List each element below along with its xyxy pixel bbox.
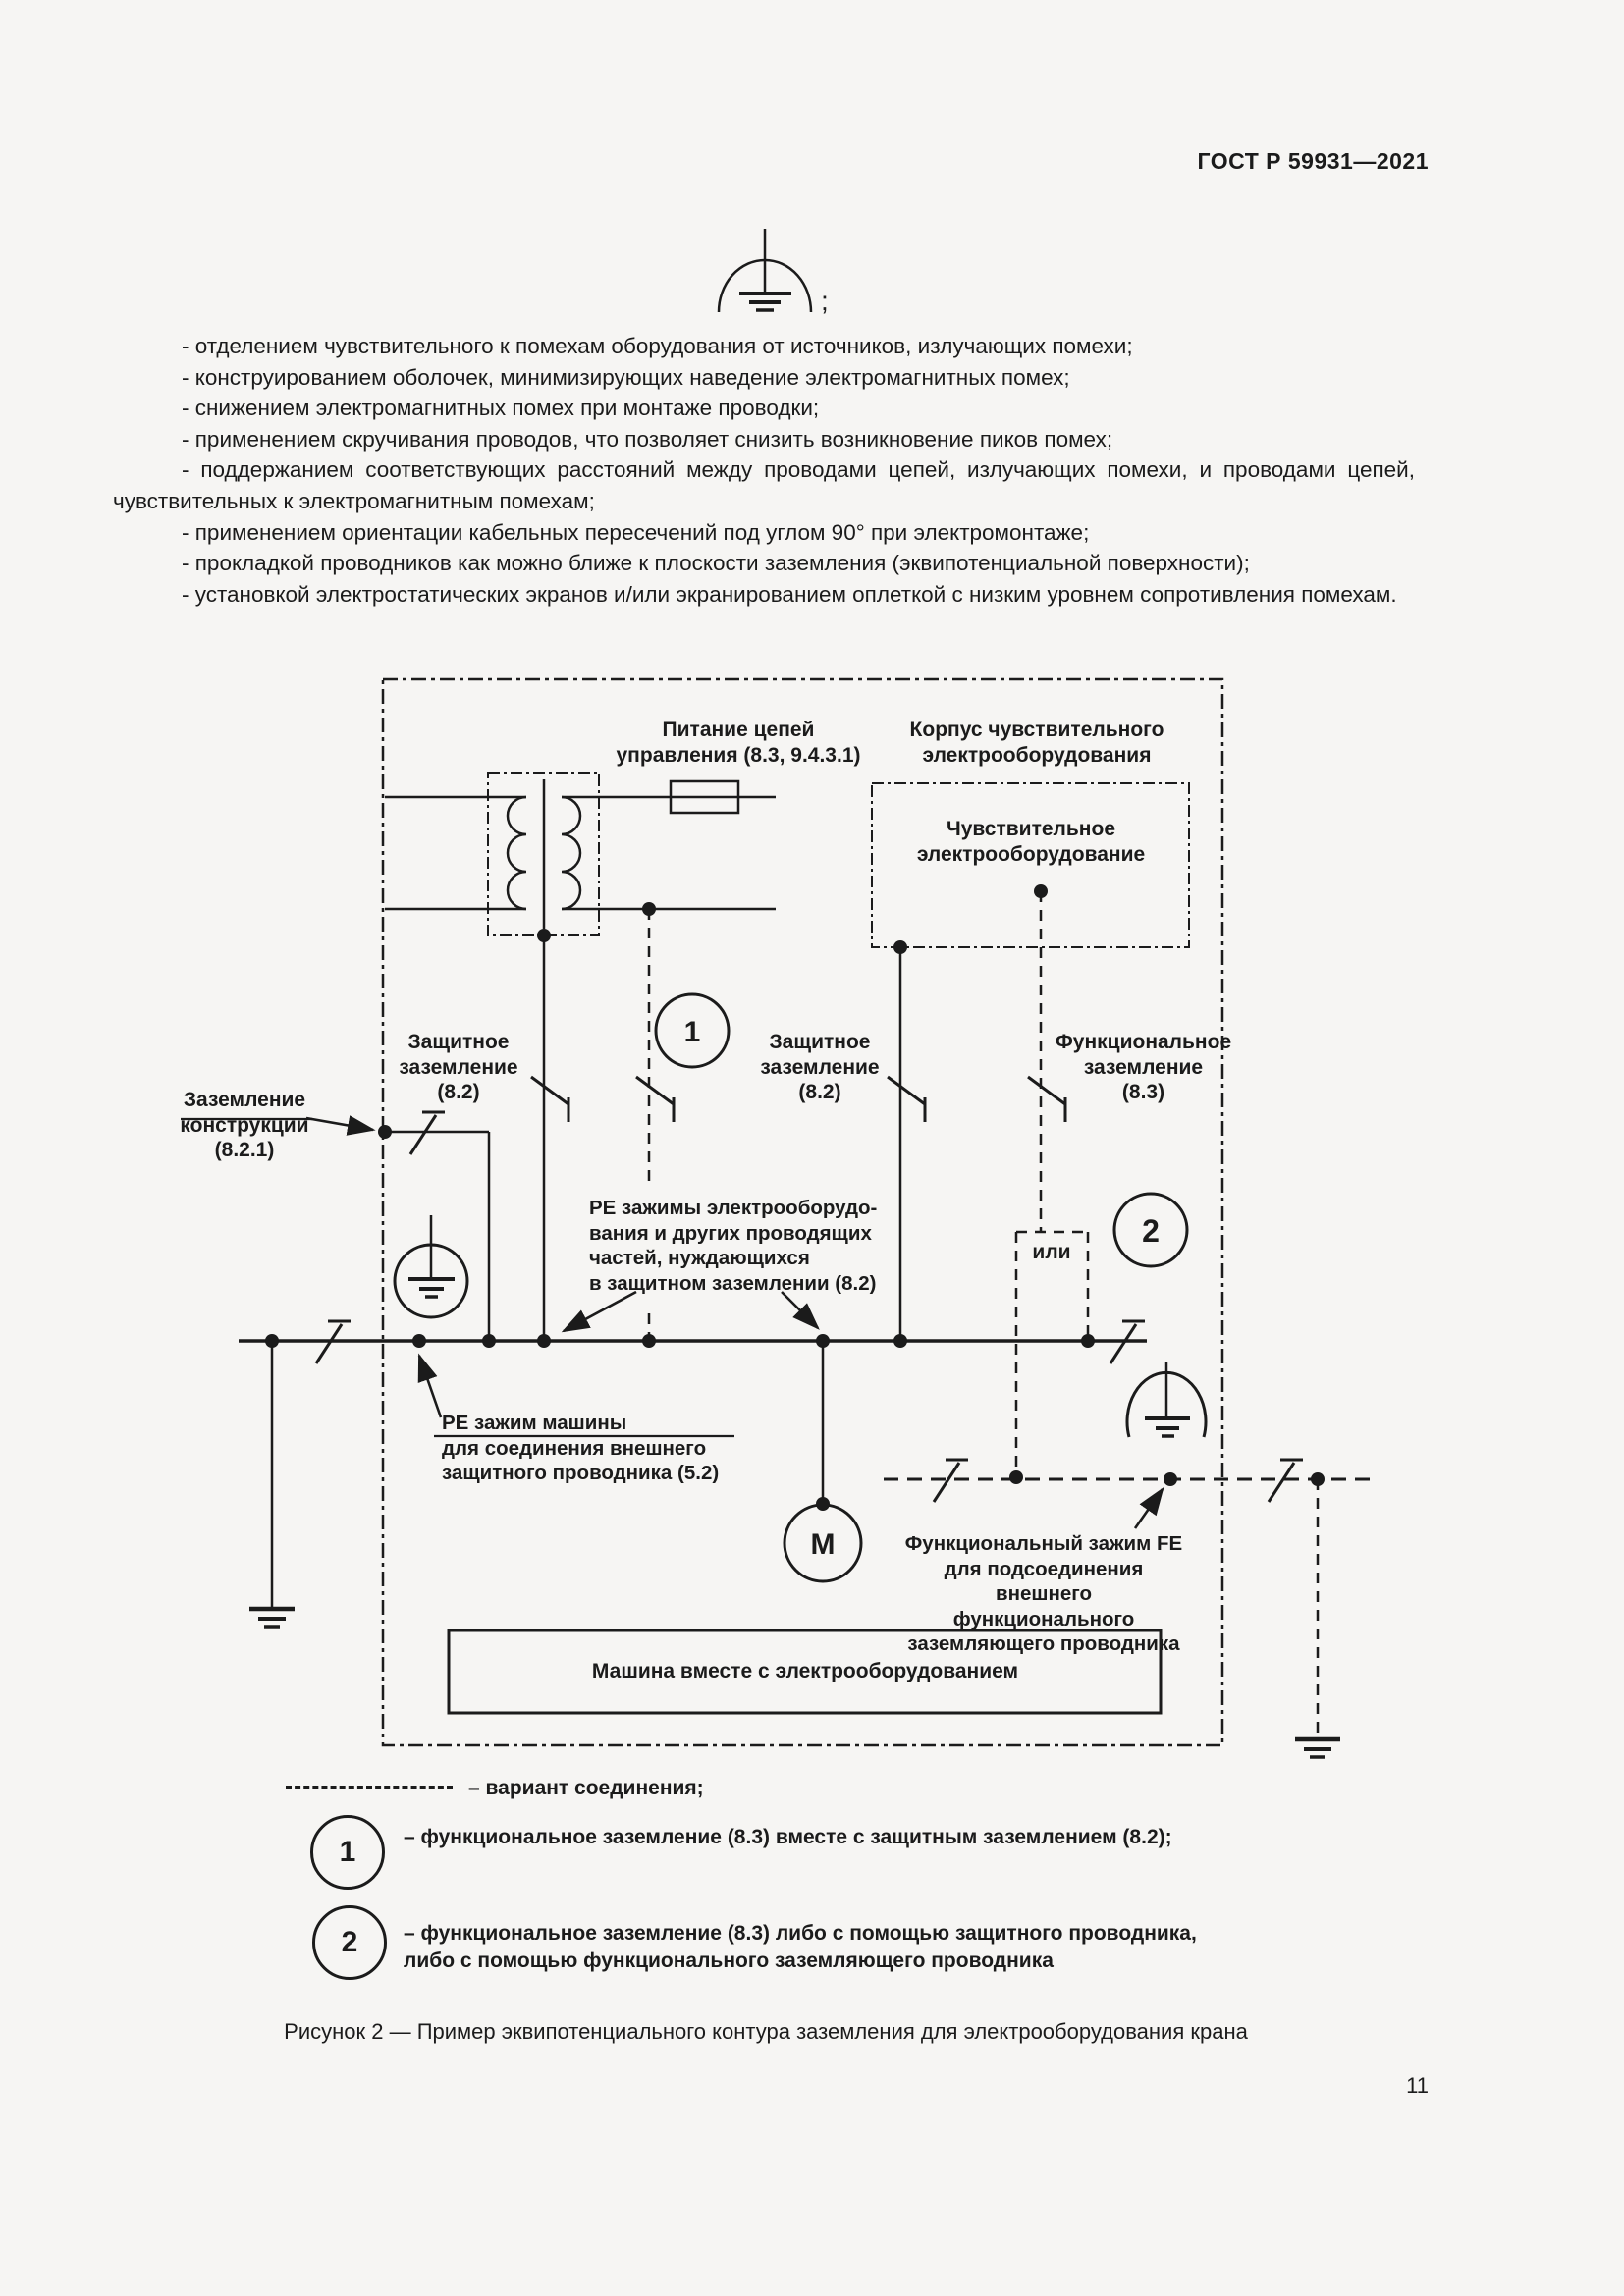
body-paragraph: - отделением чувствительного к помехам о… <box>182 334 1133 358</box>
callout-1-circle <box>654 992 731 1069</box>
body-paragraph: - применением скручивания проводов, что … <box>182 426 1113 452</box>
page-header: ГОСТ Р 59931—2021 <box>1197 148 1429 174</box>
body-paragraph: - прокладкой проводников как можно ближе… <box>182 551 1250 576</box>
control-transformer <box>385 772 776 936</box>
callout-arrow <box>305 1115 1164 1529</box>
body-paragraph: - поддержанием соответствующих расстояни… <box>113 457 1415 513</box>
diagram-lines <box>181 229 1375 1759</box>
legend-variant-text: – вариант соединения; <box>468 1777 704 1799</box>
sensitive-equipment-label: Чувствительное электрооборудование <box>916 818 1146 866</box>
legend-item-2-text: – функциональное заземление (8.3) либо с… <box>404 1922 1197 1972</box>
legend-callout-2: 2 <box>312 1905 387 1980</box>
body-paragraph: - конструированием оболочек, минимизирую… <box>182 364 1070 390</box>
motor-letter: M <box>811 1528 836 1561</box>
earth-symbol-top <box>717 229 813 313</box>
legend-callout-2-number: 2 <box>341 1926 358 1958</box>
page-number: 11 <box>1406 2073 1429 2098</box>
machine-label-box <box>447 1629 1163 1715</box>
legend-callout-1: 1 <box>310 1815 385 1890</box>
body-text: - отделением чувствительного к помехам о… <box>113 331 1415 610</box>
frame-earth-symbol-right <box>1125 1362 1208 1438</box>
conductor-slash-icon <box>314 1110 1303 1503</box>
fe-terminal-label: Функциональный зажим FE для подсоединени… <box>904 1532 1183 1655</box>
top-symbol-semicolon: ; <box>821 286 829 316</box>
optional-conductors <box>647 891 1320 1737</box>
legend-item-1-text: – функциональное заземление (8.3) вместе… <box>404 1826 1172 1848</box>
pe-machine-label: PE зажим машины для соединения внешнего … <box>442 1412 720 1484</box>
protective-earth-left-label: Защитное заземление (8.2) <box>399 1031 518 1103</box>
structure-earth-label: Заземление конструкции (8.2.1) <box>180 1089 309 1161</box>
functional-earth-label: Функциональное заземление (8.3) <box>1055 1031 1232 1103</box>
protective-earth-right-label: Защитное заземление (8.2) <box>760 1031 880 1103</box>
machine-box-label: Машина вместе с электрооборудованием <box>591 1660 1019 1682</box>
sensitive-housing-label: Корпус чувствительного электрооборудован… <box>909 719 1164 767</box>
sensitive-equipment-box <box>871 782 1190 948</box>
callout-2-circle <box>1112 1192 1189 1268</box>
junction-dots <box>265 884 1325 1511</box>
or-label: или <box>1032 1241 1071 1263</box>
fuse-symbol <box>669 779 740 815</box>
legend-dashed-sample <box>286 1786 453 1789</box>
machine-boundary <box>381 677 1224 1747</box>
body-paragraph: - установкой электростатических экранов … <box>182 581 1397 607</box>
disconnect-link-icon <box>530 1075 1067 1122</box>
body-paragraph: - снижением электромагнитных помех при м… <box>182 396 820 421</box>
external-earth-left <box>249 1341 295 1629</box>
body-paragraph: - применением ориентации кабельных перес… <box>182 519 1090 545</box>
callout-2-number: 2 <box>1142 1213 1160 1249</box>
legend-callout-1-number: 1 <box>339 1836 356 1868</box>
figure-caption: Рисунок 2 — Пример эквипотенциального ко… <box>284 2019 1248 2044</box>
power-supply-label: Питание цепей управления (8.3, 9.4.3.1) <box>616 719 861 767</box>
structure-earth-symbol <box>393 1215 469 1319</box>
callout-1-number: 1 <box>684 1016 701 1048</box>
external-earth-right <box>1295 1736 1340 1759</box>
pe-terminals-label: PE зажимы электрооборудо- вания и других… <box>589 1197 878 1295</box>
